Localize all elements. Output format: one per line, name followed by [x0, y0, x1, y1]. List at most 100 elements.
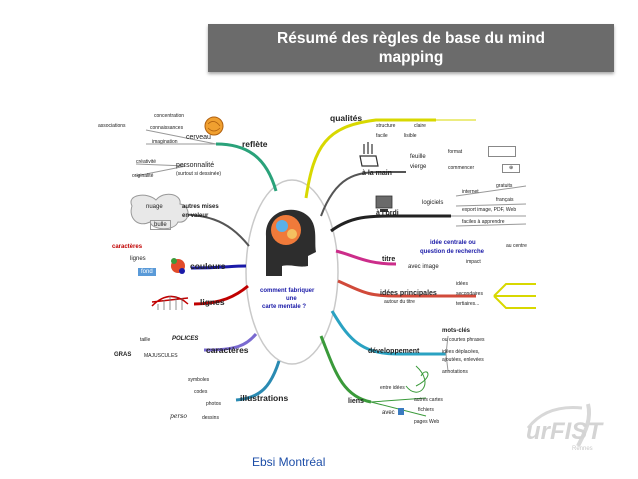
urfist-logo-mark — [526, 403, 591, 447]
label-perso: perso — [170, 413, 187, 420]
slide-footer: Ebsi Montréal — [252, 455, 326, 469]
label-en-valeur: en valeur — [182, 213, 209, 219]
file-link-icon — [398, 408, 404, 415]
label-autres-mises: autres mises — [182, 204, 219, 210]
label-cerveau: cerveau — [186, 134, 211, 141]
branch-couleurs — [190, 264, 247, 270]
label-deplacees: idées déplacées, — [442, 349, 480, 355]
label-connaissances: connaissances — [150, 125, 184, 131]
label-surtout: (surtout si dessinée) — [176, 171, 222, 177]
label-qualites: qualités — [330, 113, 363, 123]
cloud-shape — [130, 193, 189, 230]
label-creativite: créativité — [136, 159, 157, 165]
branch-caracteres — [203, 333, 258, 352]
label-francais: français — [496, 197, 514, 203]
format-box — [488, 146, 516, 157]
center-line3: carte mentale ? — [262, 304, 307, 310]
label-concentration: concentration — [154, 113, 185, 119]
label-vierge: vierge — [410, 164, 427, 170]
slide-title: Résumé des règles de base du mind mappin… — [277, 30, 545, 66]
label-autour-titre: autour du titre — [384, 299, 415, 305]
label-internet: internet — [462, 189, 479, 195]
label-reflete: reflète — [242, 139, 268, 149]
label-export: export image, PDF, Web — [462, 207, 517, 213]
branch-titre — [335, 249, 397, 266]
label-pages-web: pages Web — [414, 419, 440, 425]
label-majuscules: MAJUSCULES — [144, 353, 178, 359]
slide-title-box: Résumé des règles de base du mind mappin… — [208, 24, 614, 72]
label-mots-cles: mots-clés — [442, 328, 471, 334]
label-liens: liens — [348, 398, 364, 405]
label-alamain: à la main — [362, 170, 392, 177]
branch-developpement — [330, 310, 446, 356]
label-facile: facile — [376, 133, 388, 139]
label-entre-idees: entre idées — [380, 385, 405, 391]
branch-illustrations — [235, 360, 281, 402]
branch-liens — [319, 335, 372, 404]
label-courtes-phrases: ou courtes phrases — [442, 337, 485, 343]
label-illustrations: illustrations — [240, 393, 289, 403]
label-lignes-color: lignes — [130, 256, 146, 262]
label-commencer: commencer — [448, 165, 475, 171]
label-titre: titre — [382, 256, 396, 263]
label-photos: photos — [206, 401, 222, 407]
mind-map-diagram: comment fabriquer une carte mentale ? qu… — [96, 106, 546, 438]
branch-reflete — [215, 142, 278, 192]
label-idee-centrale: idée centrale ou — [430, 240, 476, 246]
label-claire: claire — [414, 123, 426, 129]
label-codes: codes — [194, 389, 208, 395]
branch-lordi — [330, 214, 451, 233]
label-imagination: imagination — [152, 139, 178, 145]
label-cercle: ⊕ — [502, 164, 521, 173]
branch-qualites — [304, 118, 436, 199]
label-feuille: feuille — [410, 154, 426, 160]
head-icon — [265, 209, 316, 276]
mind-map-branches — [130, 116, 536, 417]
label-idees-sub: idées — [456, 281, 468, 287]
label-faciles: faciles à apprendre — [462, 219, 505, 225]
urfist-logo-text: urFIST — [526, 418, 602, 445]
label-gratuits: gratuits — [496, 183, 513, 189]
label-polices: POLICES — [172, 336, 199, 342]
urfist-logo: urFIST Rennes — [522, 400, 614, 460]
label-structure: structure — [376, 123, 396, 129]
label-idees: idées principales — [380, 290, 437, 297]
label-autres-cartes: autres cartes — [414, 397, 443, 403]
label-impact: impact — [466, 259, 481, 265]
brain-icon — [204, 116, 224, 136]
label-caracteres: caractères — [206, 345, 249, 355]
label-avec-image: avec image — [408, 264, 439, 270]
branch-lignes — [193, 284, 249, 306]
branch-idees — [337, 279, 476, 298]
label-bulle: bulle — [150, 220, 171, 230]
label-secondaires: secondaires — [456, 291, 483, 297]
urfist-logo-subtext: Rennes — [572, 446, 593, 452]
label-au-centre: au centre — [506, 243, 527, 249]
label-question: question de recherche — [420, 249, 485, 255]
label-lignes: lignes — [200, 297, 225, 307]
label-couleurs: couleurs — [190, 261, 226, 271]
label-fichiers: fichiers — [418, 407, 434, 413]
label-developpement: développement — [368, 348, 420, 355]
label-associations: associations — [98, 123, 126, 129]
branch-alamain — [320, 171, 406, 217]
label-format: format — [448, 149, 463, 155]
label-logiciels: logiciels — [422, 200, 444, 206]
label-fond: fond — [138, 268, 156, 276]
center-line2: une — [286, 296, 297, 302]
label-nuage: nuage — [146, 204, 163, 210]
computer-icon — [375, 195, 393, 209]
label-personnalite: personnalité — [176, 162, 215, 169]
center-line1: comment fabriquer — [260, 288, 315, 294]
label-lisible: lisible — [404, 133, 417, 139]
label-dessins: dessins — [202, 415, 219, 421]
label-taille: taille — [140, 337, 151, 343]
label-avec: avec — [382, 410, 395, 416]
label-ajoutees: ajoutées, enlevées — [442, 357, 484, 363]
label-tertiaires: tertiaires... — [456, 301, 480, 307]
hand-icon — [359, 142, 379, 167]
label-originalite: originalité — [132, 173, 154, 179]
label-annotations: annotations — [442, 369, 468, 375]
label-lordi: à l'ordi — [376, 210, 399, 217]
label-gras: GRAS — [114, 352, 132, 358]
